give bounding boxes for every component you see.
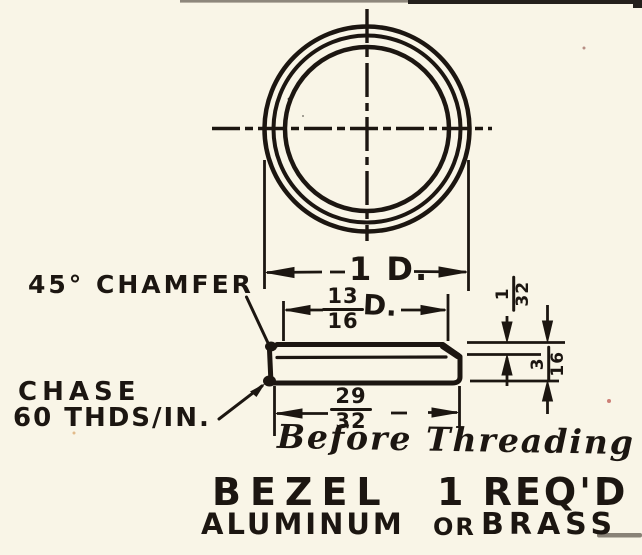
chase-leader-arrowhead [250,383,265,397]
side-view-profile [217,295,463,421]
fraction-numerator: 1 [493,287,514,301]
paper-speck-orange [72,431,76,435]
paper-speck-red [582,46,586,50]
fraction-denominator: 32 [335,409,367,434]
profile-outline [267,342,463,386]
material-conjunction: OR [433,513,476,541]
paper-speck-red [607,399,611,403]
fraction-numerator: 3 [528,357,549,371]
fraction-denominator: 32 [513,280,534,307]
before-threading-note: Before Threading [276,416,636,463]
material-secondary: BRASS [481,507,618,542]
arrowhead-up [541,380,554,402]
fraction-denominator: 16 [548,350,569,377]
corner-blob [263,375,276,387]
paper-speck [302,115,304,117]
outer-diameter-label: 1 D. [349,250,430,288]
dim-recess-diameter [282,294,450,341]
arrowhead-down [501,321,513,343]
chamfer-callout: 45° CHAMFER [28,270,254,299]
thickness-fraction: 3 16 [528,345,569,382]
arrowhead-up [501,354,513,376]
recess-lip-line [275,355,448,360]
arrowhead-right [420,304,447,316]
arrowhead-left [265,266,295,279]
dim-bore-diameter [273,386,461,436]
arrowhead-down [541,320,554,343]
chamfer-leader-line [245,295,270,345]
material-primary: ALUMINUM [201,507,405,541]
chase-callout-line1: CHASE [18,377,141,407]
arrowhead-left [275,408,303,419]
fraction-bar [330,407,372,412]
fraction-denominator: 16 [327,309,359,334]
dim-outer-diameter [263,160,470,291]
quantity: 1 REQ'D [437,470,629,514]
scan-edge-strip-light [180,0,412,3]
arrowhead-right [438,266,468,278]
chamfer-edge [439,342,462,360]
bore-diameter-fraction: 29 32 [330,384,372,434]
fraction-numerator: 29 [335,384,367,408]
scan-edge-strip-dark [408,0,642,4]
scan-bottom-smudge [597,533,642,538]
part-name: BEZEL [212,470,390,514]
fraction-numerator: 13 [327,284,359,308]
lip-depth-fraction: 1 32 [493,275,534,312]
top-view [212,9,492,241]
scan-artifacts [72,0,642,538]
arrowhead-left [284,304,311,316]
chase-callout-line2: 60 THDS/IN. [13,403,211,433]
fraction-bar [322,307,364,312]
dim-lip-and-thickness [467,305,565,414]
arrowhead-right [431,407,459,418]
scan-corner-mark [633,0,642,8]
recess-diameter-suffix: D. [362,288,398,323]
recess-diameter-fraction: 13 16 [322,284,364,334]
